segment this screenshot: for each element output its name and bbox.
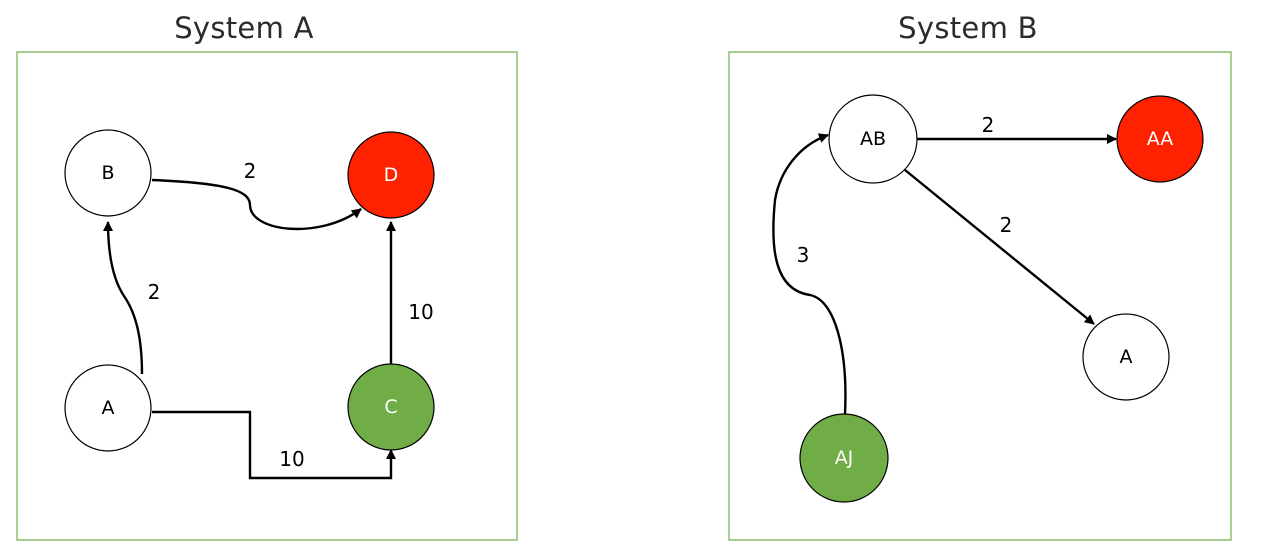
node-d: D	[347, 131, 435, 219]
edge-c-to-d: 10	[386, 221, 434, 364]
edge-weight-label: 2	[148, 280, 161, 304]
edge-weight-label: 2	[244, 159, 257, 183]
system-b-title: System B	[898, 11, 1038, 45]
svg-text:AJ: AJ	[835, 447, 854, 469]
svg-text:C: C	[384, 396, 397, 418]
edge-b-to-d: 2	[151, 159, 362, 231]
node-b: B	[64, 129, 152, 217]
system-b-panel: 2 2 3 AB AA A AJ	[728, 51, 1232, 541]
svg-text:A: A	[1120, 346, 1133, 368]
node-aa: AA	[1116, 95, 1204, 183]
system-a-title: System A	[174, 11, 314, 45]
edge-ab-to-a: 2	[904, 169, 1095, 325]
edge-weight-label: 2	[982, 113, 995, 137]
node-aj: AJ	[799, 413, 889, 503]
svg-text:AA: AA	[1147, 128, 1174, 150]
system-b-frame	[728, 51, 1232, 541]
svg-text:A: A	[102, 397, 115, 419]
edge-ab-to-aa: 2	[917, 113, 1117, 144]
edge-weight-label: 10	[408, 300, 433, 324]
svg-text:B: B	[101, 162, 114, 184]
edge-weight-label: 10	[279, 447, 304, 471]
node-c: C	[347, 363, 435, 451]
node-a-b: A	[1082, 313, 1170, 401]
edge-a-to-b: 2	[103, 221, 161, 375]
svg-text:D: D	[384, 164, 399, 186]
node-a: A	[64, 364, 152, 452]
edge-a-to-c: 10	[152, 410, 396, 480]
node-ab: AB	[828, 94, 918, 184]
edge-aj-to-ab: 3	[772, 133, 847, 415]
system-a-panel: 2 2 10 10 B D A	[16, 51, 518, 541]
svg-text:AB: AB	[860, 128, 886, 150]
system-a-frame	[16, 51, 518, 541]
edge-weight-label: 2	[1000, 213, 1013, 237]
edge-weight-label: 3	[797, 243, 810, 267]
